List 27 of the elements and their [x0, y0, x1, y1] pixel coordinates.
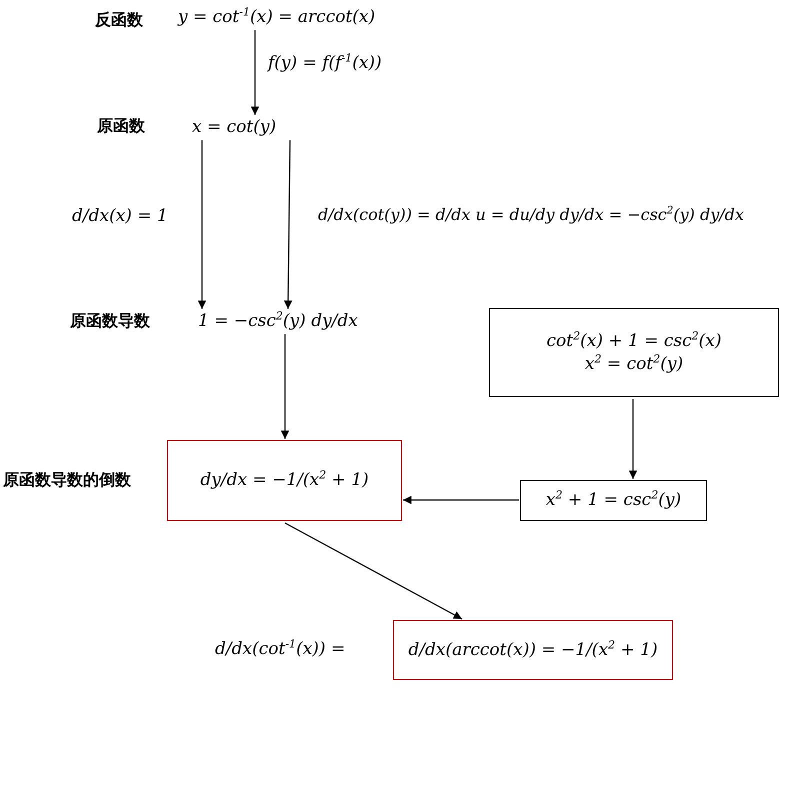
formula: 1 = −csc$^{2}$(y) dy/dx [198, 310, 358, 332]
row-label: 原函数导数的倒数 [3, 470, 131, 491]
arrow [280, 334, 290, 439]
formula: d/dx(arccot(x)) = −1/(x$^{2}$ + 1) [408, 638, 658, 662]
arrow [284, 140, 292, 309]
edge-label: f(y) = f(f$^{-1}$(x)) [268, 52, 382, 74]
arrow [403, 496, 519, 504]
row-label: 反函数 [95, 10, 143, 31]
arrow [628, 399, 638, 479]
formula-box [489, 308, 779, 397]
formula: y = cot$^{-1}$(x) = arccot(x) [178, 6, 376, 28]
formula-box [520, 480, 707, 521]
arrow [198, 140, 206, 309]
formula: dy/dx = −1/(x$^{2}$ + 1) [200, 469, 369, 492]
formula-box [393, 620, 673, 680]
formula: cot$^{2}$(x) + 1 = csc$^{2}$(x) [546, 330, 722, 352]
edge-label: d/dx(x) = 1 [72, 205, 168, 228]
row-label: 原函数导数 [70, 311, 150, 332]
formula: d/dx(cot$^{-1}$(x)) = [215, 638, 346, 660]
row-label: 原函数 [97, 116, 145, 137]
formula: x$^{2}$ = cot$^{2}$(y) [584, 352, 684, 375]
arrow [250, 30, 260, 115]
edge-label: d/dx(cot(y)) = d/dx u = du/dy dy/dx = −csc$^{2}$(y) dy/dx [318, 205, 744, 226]
formula: x$^{2}$ + 1 = csc$^{2}$(y) [546, 489, 682, 512]
formula-box [167, 440, 402, 521]
arrow [284, 522, 462, 620]
formula: x = cot(y) [192, 116, 276, 138]
